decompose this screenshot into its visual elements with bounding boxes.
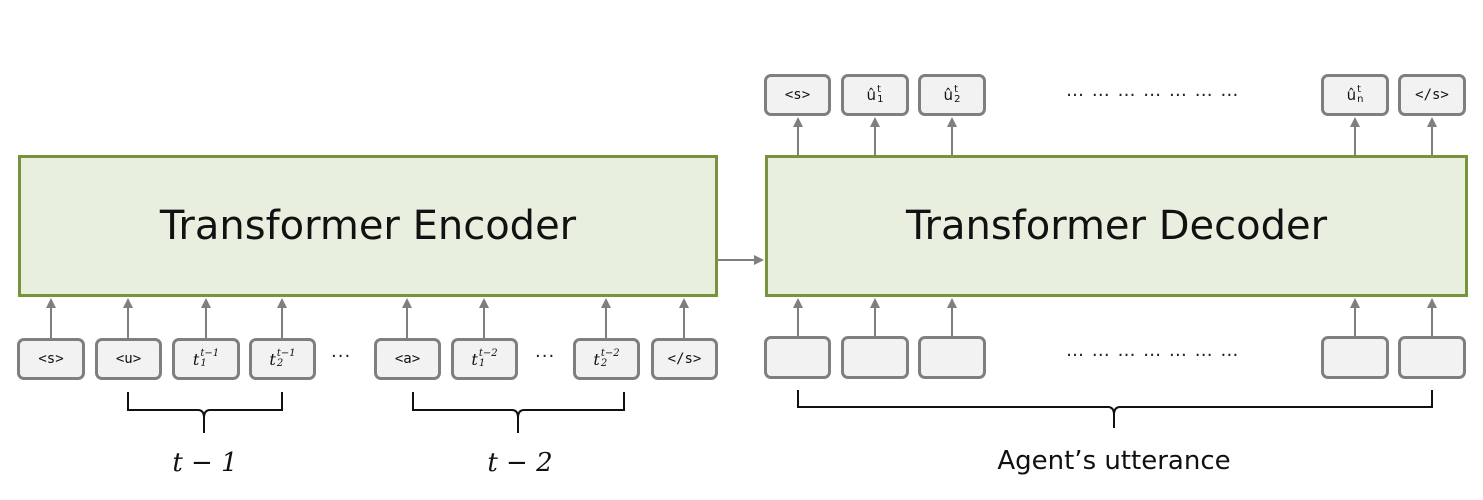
math-sub: 2: [600, 358, 608, 369]
output-token-s-close: </s>: [1398, 74, 1466, 116]
math-base: t: [192, 349, 200, 369]
encoder-title: Transformer Encoder: [159, 203, 577, 249]
math-base: û: [866, 86, 877, 104]
math-base: t: [471, 349, 478, 369]
math-sub: 1: [478, 358, 486, 369]
decoder-title: Transformer Decoder: [905, 203, 1328, 249]
token-label: </s>: [667, 351, 702, 367]
decoder-input-token: [841, 336, 909, 379]
decoder-input-dots: … … … … … … …: [1066, 340, 1240, 361]
math-base: t: [593, 349, 600, 369]
token-s-close: </s>: [651, 338, 718, 380]
transformer-decoder-block: Transformer Decoder: [765, 155, 1468, 297]
decoder-input-token: [1398, 336, 1466, 379]
decoder-input-token: [764, 336, 831, 379]
math-sub: 2: [954, 94, 961, 105]
label-turn-1: t − 1: [172, 448, 238, 478]
encoder-dots-1: ···: [331, 346, 352, 367]
math-base: û: [1346, 86, 1357, 104]
decoder-output-dots: … … … … … … …: [1066, 80, 1240, 101]
label-agent-utterance: Agent’s utterance: [997, 446, 1231, 476]
token-s-open: <s>: [17, 338, 85, 380]
math-base: û: [943, 86, 954, 104]
math-sub: 1: [200, 358, 207, 369]
token-a: <a>: [374, 338, 441, 380]
decoder-input-token: [1321, 336, 1389, 379]
token-label: <s>: [784, 87, 811, 103]
encoder-dots-2: ···: [535, 346, 556, 367]
math-sub: 1: [877, 94, 884, 105]
math-base: t: [269, 349, 276, 369]
token-label: <u>: [115, 351, 142, 367]
math-sup: t−2: [600, 348, 620, 359]
brace-turn-2: [412, 392, 625, 433]
math-sup: t−2: [478, 348, 498, 359]
math-sub: n: [1357, 94, 1364, 105]
token-label: </s>: [1415, 87, 1449, 103]
math-sub: 2: [276, 358, 284, 369]
math-sup: t−1: [276, 348, 296, 359]
decoder-input-arrows: [793, 298, 1437, 338]
brace-agent-utterance: [797, 390, 1433, 428]
brace-turn-1: [127, 392, 283, 433]
math-sup: t: [877, 84, 881, 95]
token-label: <a>: [394, 351, 421, 367]
math-sup: t: [954, 84, 958, 95]
math-sup: t: [1357, 84, 1361, 95]
decoder-output-arrows: [793, 117, 1437, 155]
token-label: <s>: [38, 351, 64, 367]
token-u: <u>: [95, 338, 162, 380]
label-turn-2: t − 2: [487, 448, 553, 478]
math-sup: t−1: [200, 348, 220, 359]
output-token-s-open: <s>: [764, 74, 831, 116]
transformer-encoder-block: Transformer Encoder: [18, 155, 718, 297]
encoder-input-arrows: [46, 298, 689, 338]
decoder-input-token: [918, 336, 986, 379]
